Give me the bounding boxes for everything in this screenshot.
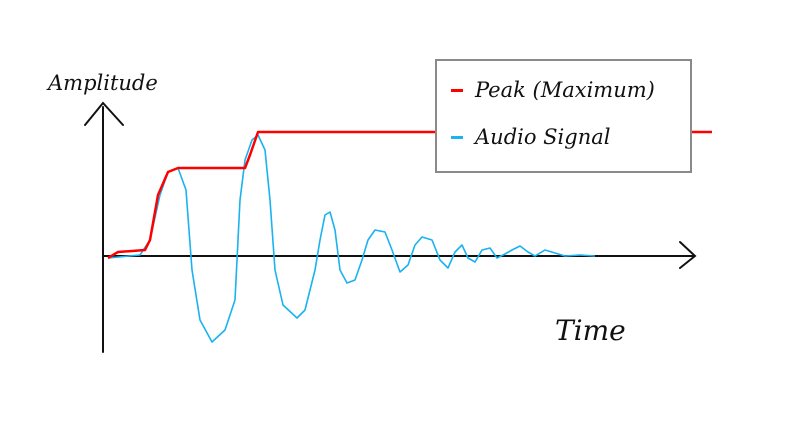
x-axis-label: Time bbox=[555, 314, 626, 347]
legend-swatch-peak bbox=[451, 88, 463, 92]
x-axis-arrow bbox=[679, 241, 697, 269]
legend-swatch-audio bbox=[451, 135, 463, 139]
y-axis-label: Amplitude bbox=[46, 71, 158, 95]
legend: Peak (Maximum) Audio Signal bbox=[435, 59, 692, 173]
peak-line bbox=[107, 130, 712, 260]
legend-item-peak: Peak (Maximum) bbox=[451, 78, 655, 102]
y-axis-arrow bbox=[84, 101, 124, 126]
audio-signal-line bbox=[107, 134, 596, 343]
legend-item-audio: Audio Signal bbox=[451, 125, 610, 149]
legend-label: Audio Signal bbox=[475, 125, 611, 149]
legend-label: Peak (Maximum) bbox=[475, 78, 655, 102]
